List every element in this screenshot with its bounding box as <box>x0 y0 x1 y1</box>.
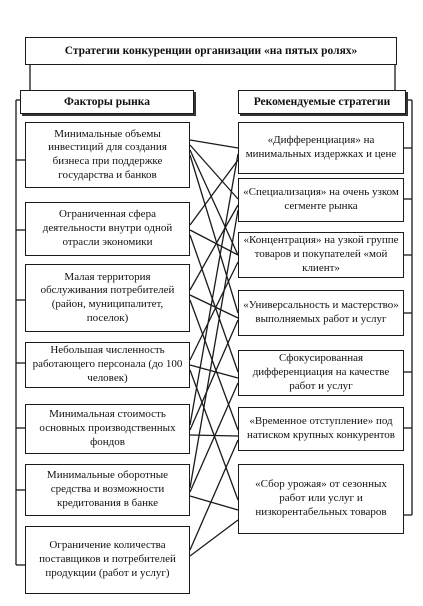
factor-box-3: Малая территория обслуживания потребител… <box>25 264 190 332</box>
factor-box-2: Ограниченная сфера деятельности внутри о… <box>25 202 190 256</box>
strategy-box-2: «Специализация» на очень узком сегменте … <box>238 178 404 222</box>
diagram-title: Стратегии конкуренции организации «на пя… <box>25 37 397 65</box>
strategy-box-7: «Сбор урожая» от сезонных работ или услу… <box>238 464 404 534</box>
factor-box-5: Минимальная стоимость основных производс… <box>25 404 190 454</box>
strategy-box-5: Сфокусированная дифференциация на качест… <box>238 350 404 396</box>
strategies-header: Рекомендуемые стратегии <box>238 90 406 114</box>
strategy-box-3: «Концентрация» на узкой группе товаров и… <box>238 232 404 278</box>
factor-box-6: Минимальные оборотные средства и возможн… <box>25 464 190 516</box>
factor-box-1: Минимальные объемы инвестиций для создан… <box>25 122 190 188</box>
strategy-box-1: «Дифференциация» на минимальных издержка… <box>238 122 404 174</box>
factors-header: Факторы рынка <box>20 90 194 114</box>
factor-box-7: Ограничение количества поставщиков и пот… <box>25 526 190 594</box>
strategy-box-4: «Универсальность и мастерство» выполняем… <box>238 290 404 336</box>
strategy-box-6: «Временное отступление» под натиском кру… <box>238 407 404 451</box>
factor-box-4: Небольшая численность работающего персон… <box>25 342 190 388</box>
